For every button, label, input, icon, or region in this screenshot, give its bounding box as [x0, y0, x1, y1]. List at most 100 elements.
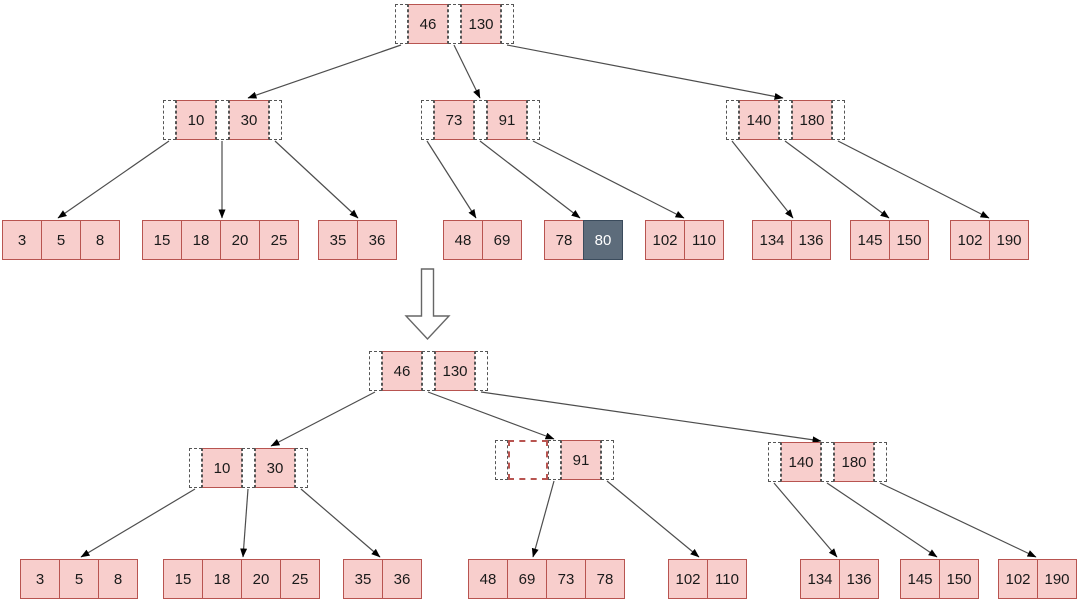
key-cell: 36: [357, 220, 397, 260]
key-cell: 20: [241, 559, 281, 599]
key-cell: 25: [280, 559, 320, 599]
tree-edge: [879, 482, 1037, 558]
key-cell: 130: [435, 351, 475, 391]
child-pointer-slot: [832, 100, 845, 140]
key-cell: 136: [839, 559, 879, 599]
tree-edge: [773, 482, 838, 558]
key-cell: 69: [507, 559, 547, 599]
key-cell: 134: [752, 220, 792, 260]
tree-edge: [247, 44, 402, 99]
tree-edge: [606, 480, 700, 558]
child-pointer-slot: [474, 100, 487, 140]
key-cell: 30: [255, 448, 295, 488]
key-cell: 10: [176, 100, 216, 140]
key-cell: 130: [461, 4, 501, 44]
child-pointer-slot: [874, 442, 887, 482]
key-cell: 35: [343, 559, 383, 599]
child-pointer-slot: [821, 442, 834, 482]
key-cell: 48: [468, 559, 508, 599]
child-pointer-slot: [501, 4, 514, 44]
key-cell: 3: [2, 220, 42, 260]
key-cell: 180: [834, 442, 874, 482]
tree-edge: [453, 44, 481, 99]
key-cell: 46: [382, 351, 422, 391]
key-cell: 140: [781, 442, 821, 482]
child-pointer-slot: [269, 100, 282, 140]
child-pointer-slot: [369, 351, 382, 391]
key-cell: 145: [850, 220, 890, 260]
tree-edge: [480, 391, 822, 444]
key-cell: 190: [989, 220, 1029, 260]
btree-internal-node: 46 130: [395, 4, 514, 44]
child-pointer-slot: [601, 440, 614, 480]
key-cell: 5: [41, 220, 81, 260]
tree-edge: [274, 140, 359, 219]
key-cell: 15: [142, 220, 182, 260]
tree-edge: [531, 480, 555, 558]
key-cell: 140: [739, 100, 779, 140]
key-cell: 25: [259, 220, 299, 260]
key-cell: 48: [443, 220, 483, 260]
key-cell: 8: [98, 559, 138, 599]
key-cell: 136: [791, 220, 831, 260]
child-pointer-slot: [779, 100, 792, 140]
key-cell: 78: [585, 559, 625, 599]
key-cell: 145: [900, 559, 940, 599]
btree-internal-node: 46 130: [369, 351, 488, 391]
child-pointer-slot: [527, 100, 540, 140]
tree-edge: [80, 488, 196, 558]
tree-edge: [57, 140, 170, 219]
tree-edge: [506, 44, 784, 100]
key-cell: 5: [59, 559, 99, 599]
child-pointer-slot: [216, 100, 229, 140]
key-cell: 134: [800, 559, 840, 599]
key-cell: 102: [998, 559, 1038, 599]
key-cell: 3: [20, 559, 60, 599]
key-cell: 15: [163, 559, 203, 599]
child-pointer-slot: [163, 100, 176, 140]
highlighted-key-cell: 80: [583, 220, 623, 260]
tree-edge: [837, 140, 990, 219]
key-cell: 46: [408, 4, 448, 44]
key-cell: 102: [645, 220, 685, 260]
tree-edge: [784, 140, 890, 219]
child-pointer-slot: [422, 351, 435, 391]
key-cell: 180: [792, 100, 832, 140]
key-cell: 36: [382, 559, 422, 599]
child-pointer-slot: [395, 4, 408, 44]
key-cell: 91: [561, 440, 601, 480]
key-cell: 102: [668, 559, 708, 599]
btree-internal-node: 91: [495, 440, 614, 480]
key-cell: 73: [546, 559, 586, 599]
key-cell: 8: [80, 220, 120, 260]
tree-edge: [240, 488, 249, 558]
key-cell: 110: [684, 220, 724, 260]
child-pointer-slot: [768, 442, 781, 482]
removed-key-slot: [508, 440, 548, 480]
key-cell: 20: [220, 220, 260, 260]
key-cell: 18: [202, 559, 242, 599]
child-pointer-slot: [448, 4, 461, 44]
child-pointer-slot: [295, 448, 308, 488]
key-cell: 190: [1037, 559, 1077, 599]
key-cell: 73: [434, 100, 474, 140]
child-pointer-slot: [475, 351, 488, 391]
